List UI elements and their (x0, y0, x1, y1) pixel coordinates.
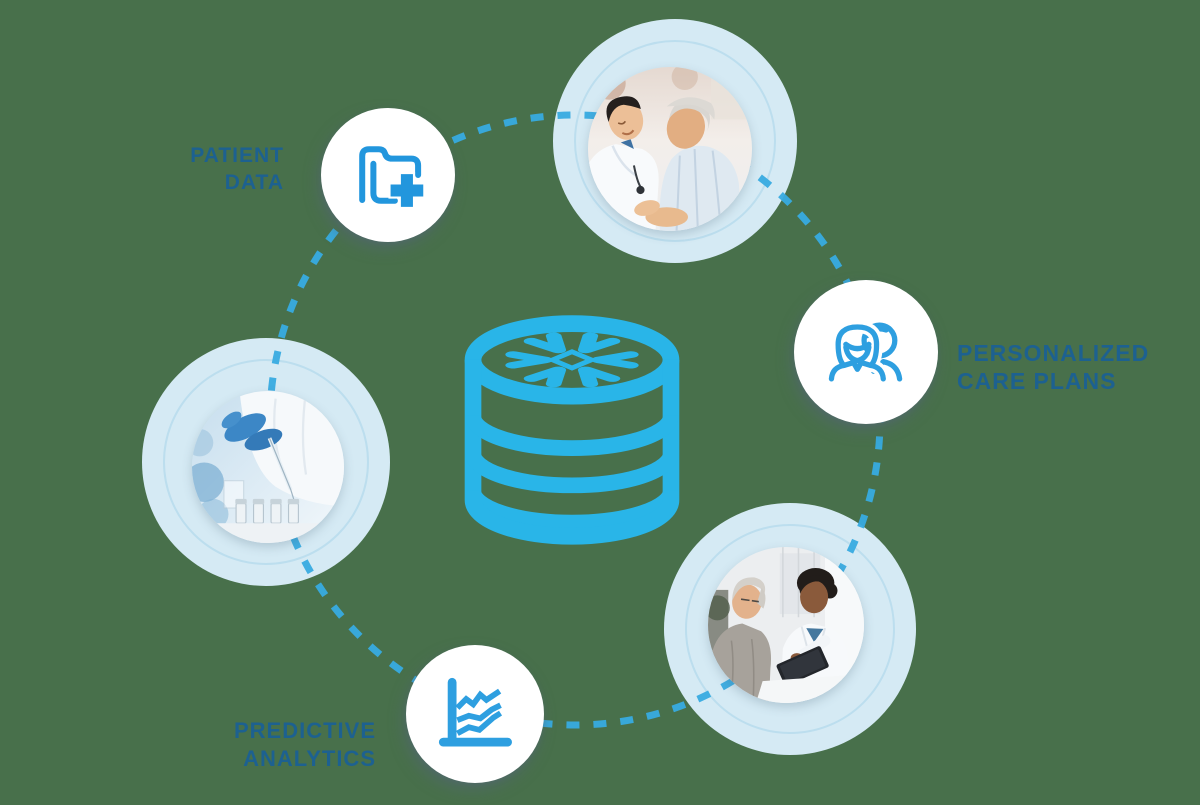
folder-plus-icon (359, 146, 426, 209)
photo-doctor-elderly-patient (588, 67, 752, 231)
label-personalized-line1: PERSONALIZED (957, 340, 1150, 366)
label-personalized-line2: CARE PLANS (957, 368, 1117, 394)
line-chart-icon (438, 677, 512, 747)
label-predictive-line2: ANALYTICS (243, 746, 376, 771)
label-patient-data: PATIENT DATA (64, 142, 284, 196)
label-patient-data-line2: DATA (224, 171, 284, 194)
photo-clinician-tablet-consult (708, 547, 864, 703)
label-patient-data-line1: PATIENT (190, 144, 284, 167)
doctor-patient-illustration (588, 67, 752, 231)
consultation-illustration (708, 547, 864, 703)
two-people-icon (825, 320, 903, 386)
label-predictive-line1: PREDICTIVE (233, 718, 376, 743)
node-predictive-analytics (406, 645, 544, 783)
snowflake-database-icon (464, 315, 680, 545)
label-personalized-care-plans: PERSONALIZED CARE PLANS (957, 339, 1197, 395)
node-patient-data (321, 108, 455, 242)
snowflake-logo (505, 332, 639, 388)
label-predictive-analytics: PREDICTIVE ANALYTICS (156, 717, 376, 773)
lab-illustration (192, 391, 344, 543)
node-personalized-care-plans (794, 280, 938, 424)
photo-lab-research (192, 391, 344, 543)
